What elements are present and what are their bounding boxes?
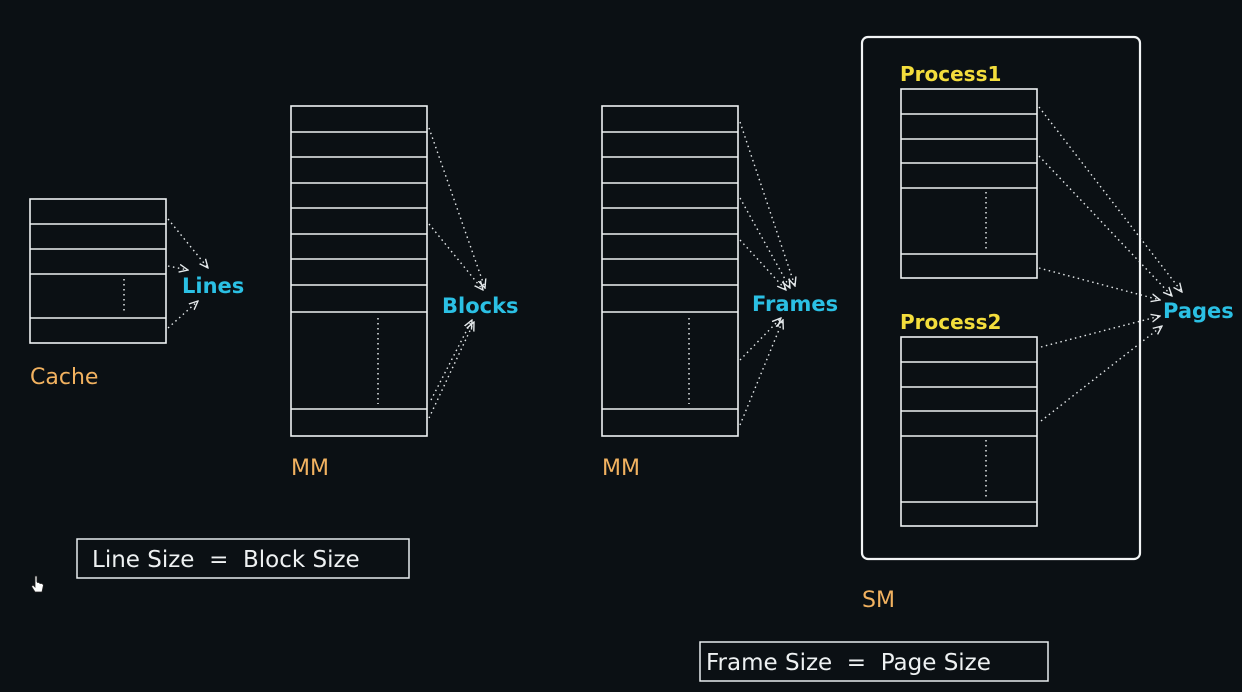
line-block-formula: Line Size = Block Size [76,538,410,579]
mm-left-stack [290,105,428,437]
lines-label: Lines [182,274,244,298]
line-block-formula-text: Line Size = Block Size [92,547,360,573]
mm-right-label: MM [602,456,640,481]
cache-label: Cache [30,365,98,390]
pages-label: Pages [1163,299,1234,323]
mm-left-label: MM [291,456,329,481]
process1-stack [900,88,1038,279]
process-pages-arrows [1038,106,1182,422]
process2-stack [900,336,1038,527]
sm-label: SM [862,588,895,613]
blocks-label: Blocks [442,294,519,318]
cache-stack [29,198,167,344]
frame-page-formula-text: Frame Size = Page Size [706,650,991,676]
mm-blocks-arrows [428,127,485,419]
sm-container [860,35,1142,561]
mm-frames-arrows [739,121,795,426]
frame-page-formula: Frame Size = Page Size [699,641,1049,682]
frames-label: Frames [752,292,838,316]
process2-label: Process2 [900,310,1001,334]
cache-lines-arrows [167,218,208,329]
process1-label: Process1 [900,62,1001,86]
mm-right-stack [601,105,739,437]
hand-pointer-icon [30,575,44,593]
